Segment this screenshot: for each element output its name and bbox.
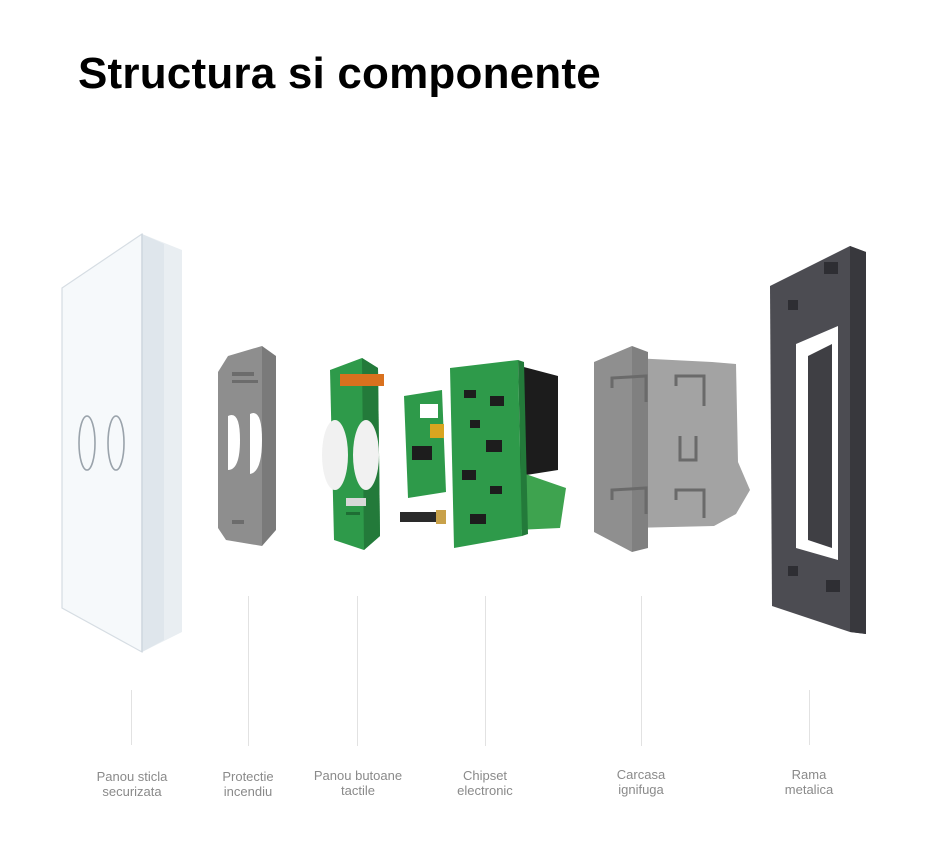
touch-pcb-part [322,358,384,550]
page-title: Structura si componente [78,49,601,98]
fire-protection-part [218,346,276,546]
chipset-part [400,360,566,548]
housing-part [594,346,750,552]
touch-button-2-icon [107,415,125,471]
glass-panel-part [61,232,182,654]
leader-line-frame [809,690,810,745]
leader-line-touch-pcb [357,596,358,746]
leader-line-glass [131,690,132,745]
leader-line-housing [641,596,642,746]
touch-button-1-icon [78,415,96,471]
leader-line-fire-protection [248,596,249,746]
leader-line-chipset [485,596,486,746]
metal-frame-part [770,246,866,634]
